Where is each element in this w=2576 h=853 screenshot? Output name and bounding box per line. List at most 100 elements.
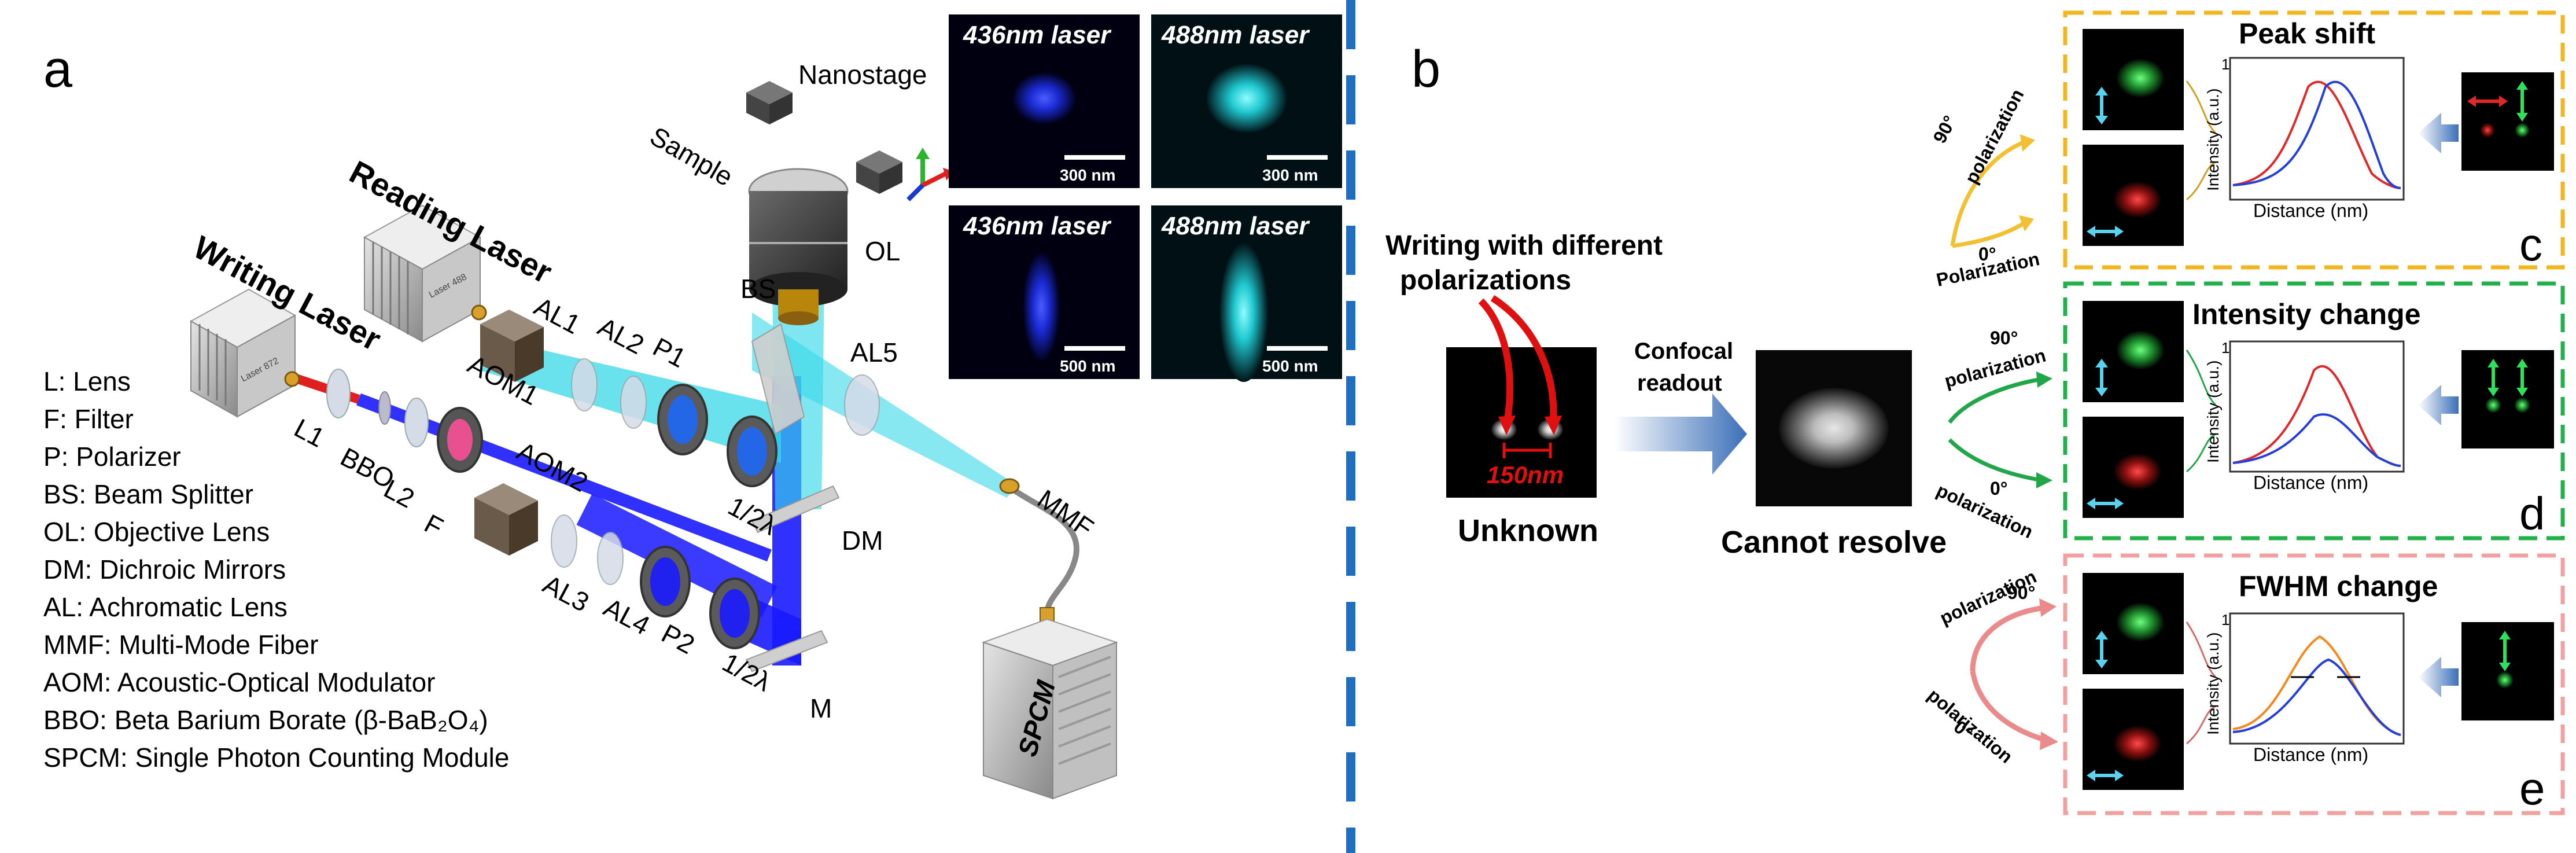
legend-item: BBO: Beta Barium Borate (β-BaB₂O₄) <box>43 705 488 735</box>
unknown-label: Unknown <box>1458 513 1598 548</box>
plot-ylabel: Intensity (a.u.) <box>2204 361 2222 463</box>
lens-al2 <box>620 376 647 429</box>
subpanel-border <box>2063 10 2565 270</box>
pol-90-c: 90° <box>1929 112 1960 147</box>
label-l1: L1 <box>289 413 330 453</box>
legend-item: SPCM: Single Photon Counting Module <box>43 742 509 773</box>
arrow-90-d <box>1948 377 2043 424</box>
pol-0-d: 0° <box>1990 478 2008 499</box>
label-bs: BS <box>740 274 776 304</box>
thumb-488-top: 488nm laser 300 nm <box>1151 14 1342 188</box>
thumb-436-top: 436nm laser 300 nm <box>949 14 1140 188</box>
panel-b: b Writing with different polarizations 1… <box>1385 41 2058 767</box>
aom2-cube <box>474 483 538 556</box>
thumb-label: 488nm laser <box>1161 21 1310 49</box>
label-p2: P2 <box>657 618 699 660</box>
profile-plot <box>2229 340 2405 473</box>
label-f: F <box>419 508 448 542</box>
plot-ylabel: Intensity (a.u.) <box>2204 633 2222 735</box>
legend-item: DM: Dichroic Mirrors <box>43 554 286 584</box>
writing-arrow-right <box>1490 295 1557 423</box>
lens-al4 <box>597 532 624 585</box>
pol-90-d: 90° <box>1990 328 2018 348</box>
confocal-line2: readout <box>1637 370 1722 396</box>
legend-item: BS: Beam Splitter <box>43 479 253 509</box>
pol-90-d-word: polarization <box>1942 345 2048 392</box>
subpanel-border <box>2063 281 2565 541</box>
label-nanostage: Nanostage <box>798 60 927 90</box>
arrow-0-c <box>1952 221 2026 248</box>
label-al2: AL2 <box>593 311 649 360</box>
axes-icon <box>906 148 953 201</box>
legend-item: OL: Objective Lens <box>43 517 270 547</box>
legend-item: L: Lens <box>43 366 131 396</box>
lens-l2 <box>404 398 429 447</box>
panel-a-letter: a <box>43 41 73 98</box>
confocal-arrow <box>1614 394 1747 475</box>
subpanel-letter: c <box>2519 219 2542 270</box>
reading-beam-to-mmf <box>752 312 1018 498</box>
dichroic-mirror <box>751 485 840 534</box>
thumb-436-bottom: 436nm laser 500 nm <box>949 205 1140 379</box>
cannot-resolve-label: Cannot resolve <box>1721 525 1947 560</box>
subpanel-d: Intensity change Intensity (a.u.) 1 Dist… <box>2063 281 2565 541</box>
filter-glass <box>447 419 473 461</box>
label-al5: AL5 <box>850 337 898 367</box>
objective-lens <box>748 168 849 325</box>
label-sample: Sample <box>645 121 738 192</box>
label-dm: DM <box>842 525 883 556</box>
lens-l1 <box>326 369 351 418</box>
scale-bar-label: 300 nm <box>1262 166 1318 184</box>
bbo-crystal <box>378 391 391 425</box>
pol-90-c-word: polarization <box>1960 86 2028 187</box>
label-al3: AL3 <box>538 569 594 617</box>
legend: L: Lens F: Filter P: Polarizer BS: Beam … <box>43 366 509 773</box>
scale-bar-label: 500 nm <box>1060 357 1116 375</box>
subpanel-letter: d <box>2519 488 2545 539</box>
label-p1: P1 <box>648 332 691 373</box>
label-mmf: MMF <box>1032 484 1099 543</box>
nanostage <box>746 81 902 194</box>
pol-90-e: 90° <box>2007 582 2035 603</box>
subpanel-title: FWHM change <box>2239 570 2438 602</box>
subpanel-c: Peak shift Intensity (a.u.) 1 Distance (… <box>2063 10 2565 270</box>
legend-item: F: Filter <box>43 404 134 434</box>
lens-al3 <box>551 514 577 568</box>
legend-item: AL: Achromatic Lens <box>43 592 288 622</box>
confocal-line1: Confocal <box>1634 339 1733 364</box>
lens-al1 <box>571 358 598 411</box>
spcm-box <box>981 618 1119 800</box>
writing-title-line1: Writing with different <box>1385 230 1663 261</box>
plot-xlabel: Distance (nm) <box>2253 744 2368 765</box>
label-aom2: AOM2 <box>512 436 593 498</box>
label-m: M <box>810 693 832 723</box>
unknown-image <box>1446 347 1597 498</box>
lens-al5 <box>844 374 880 436</box>
reading-laser-box: Laser 488 <box>363 204 487 343</box>
plot-xlabel: Distance (nm) <box>2253 200 2368 221</box>
legend-item: P: Polarizer <box>43 442 181 472</box>
pol-0-e-word: polarization <box>1924 685 2017 767</box>
mirror-m <box>745 630 828 672</box>
writing-title-line2: polarizations <box>1400 265 1571 296</box>
beam-splitter <box>751 323 805 435</box>
writing-arrow-left <box>1478 298 1513 423</box>
plot-xlabel: Distance (nm) <box>2253 472 2368 493</box>
panel-a: a Laser 8 <box>43 14 1342 800</box>
profile-plot <box>2229 612 2405 745</box>
thumb-label: 436nm laser <box>963 21 1112 49</box>
label-ol: OL <box>865 236 900 266</box>
plot-ytick-max: 1 <box>2221 339 2229 356</box>
plot-ytick-max: 1 <box>2221 611 2229 628</box>
arrow-90-c <box>1950 139 2026 247</box>
panel-b-letter: b <box>1412 41 1440 98</box>
thumb-label: 488nm laser <box>1161 212 1310 240</box>
subpanel-title: Intensity change <box>2192 298 2421 330</box>
optical-components <box>326 323 880 672</box>
subpanel-border <box>2063 553 2565 815</box>
legend-item: MMF: Multi-Mode Fiber <box>43 630 318 660</box>
writing-laser-box: Laser 872 <box>189 288 300 418</box>
arrow-90-e <box>1970 605 2046 672</box>
scale-bar-label: 500 nm <box>1262 357 1318 375</box>
